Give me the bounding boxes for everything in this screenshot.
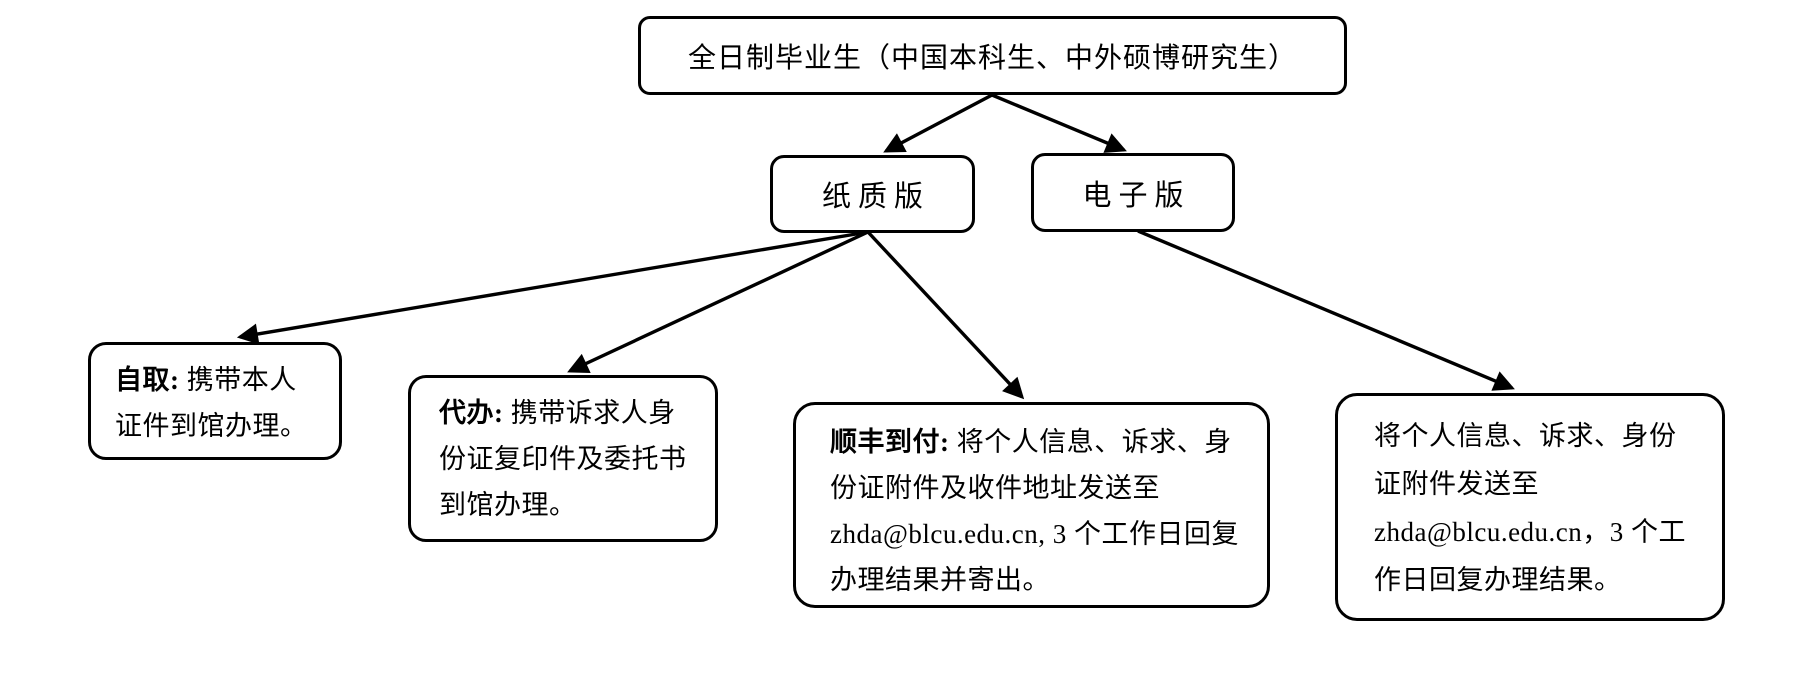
- node-paper-version-label: 纸质版: [821, 181, 930, 213]
- node-agent-handling-description: 携带诉求人身份证复印件及委托书到馆办理。: [439, 398, 687, 520]
- node-sf-express-text: 顺丰到付: 将个人信息、诉求、身份证附件及收件地址发送至 zhda@blcu.e…: [830, 419, 1243, 603]
- node-email-delivery-description: 将个人信息、诉求、身份证附件发送至 zhda@blcu.edu.cn，3 个工作…: [1374, 421, 1687, 595]
- node-self-pickup-description: 携带本人证件到馆办理。: [115, 365, 308, 441]
- node-sf-express-description: 将个人信息、诉求、身份证附件及收件地址发送至 zhda@blcu.edu.cn,…: [830, 427, 1240, 595]
- node-root: 全日制毕业生（中国本科生、中外硕博研究生）: [638, 16, 1347, 95]
- arrow-root-to-electronic: [991, 93, 1127, 153]
- node-agent-handling-term: 代办:: [439, 398, 504, 428]
- node-paper-version: 纸质版: [770, 155, 975, 233]
- node-electronic-version: 电子版: [1031, 153, 1235, 232]
- arrow-electronic-to-email: [1137, 229, 1515, 391]
- node-email-delivery-text: 将个人信息、诉求、身份证附件发送至 zhda@blcu.edu.cn，3 个工作…: [1374, 412, 1700, 604]
- arrow-paper-to-sf-express: [866, 230, 1025, 400]
- node-email-delivery: 将个人信息、诉求、身份证附件发送至 zhda@blcu.edu.cn，3 个工作…: [1335, 393, 1725, 621]
- arrow-paper-to-pickup: [236, 230, 869, 345]
- node-agent-handling: 代办: 携带诉求人身份证复印件及委托书到馆办理。: [408, 375, 718, 542]
- node-sf-express: 顺丰到付: 将个人信息、诉求、身份证附件及收件地址发送至 zhda@blcu.e…: [793, 402, 1270, 608]
- node-sf-express-term: 顺丰到付:: [830, 427, 950, 457]
- node-self-pickup-text: 自取: 携带本人证件到馆办理。: [115, 357, 321, 449]
- node-self-pickup-term: 自取:: [115, 365, 180, 395]
- node-agent-handling-text: 代办: 携带诉求人身份证复印件及委托书到馆办理。: [439, 390, 699, 528]
- node-root-label: 全日制毕业生（中国本科生、中外硕博研究生）: [687, 42, 1297, 74]
- node-self-pickup: 自取: 携带本人证件到馆办理。: [88, 342, 342, 460]
- arrow-paper-to-agent: [567, 230, 869, 373]
- node-electronic-version-label: 电子版: [1082, 179, 1191, 212]
- arrow-root-to-paper: [883, 93, 993, 153]
